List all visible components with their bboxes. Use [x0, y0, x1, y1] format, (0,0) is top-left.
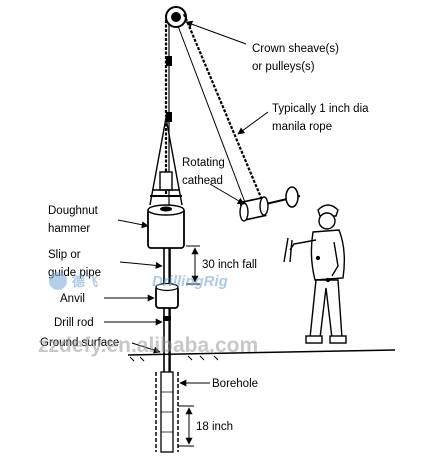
label-rope-1: Typically 1 inch dia — [272, 103, 369, 115]
operator-worker-figure-icon — [283, 204, 347, 344]
label-drill-rod: Drill rod — [54, 317, 94, 329]
label-ground-surface: Ground surface — [40, 337, 119, 349]
ground-surface — [127, 349, 396, 362]
doughnut-hammer — [147, 171, 185, 249]
label-depth: 18 inch — [196, 421, 233, 433]
watermark-brand: 德飞 DrillingRig — [49, 272, 228, 290]
label-fall: 30 inch fall — [202, 259, 257, 271]
label-borehole: Borehole — [212, 378, 258, 390]
anvil — [155, 282, 179, 309]
leader-lines — [104, 20, 269, 387]
guide-pipe — [163, 248, 171, 286]
label-hammer-1: Doughnut — [48, 205, 99, 217]
watermark-site: zzdefy.en.alibaba.com — [38, 334, 258, 357]
label-hammer-2: hammer — [48, 223, 90, 235]
manila-rope-line — [177, 13, 264, 206]
borehole — [155, 371, 179, 453]
label-crown-sheave-1: Crown sheave(s) — [252, 43, 339, 55]
crown-sheave-pulley-icon — [165, 6, 187, 28]
label-cathead-1: Rotating — [182, 157, 225, 169]
depth-dimension — [178, 405, 194, 447]
label-rope-2: manila rope — [272, 121, 332, 133]
cathead-drum-icon — [239, 186, 301, 222]
label-crown-sheave-2: or pulleys(s) — [252, 61, 315, 73]
watermark-brand-en: DrillingRig — [152, 273, 228, 290]
fall-dimension — [186, 245, 200, 285]
label-anvil: Anvil — [60, 293, 85, 305]
drill-rod — [163, 308, 171, 372]
label-cathead-2: cathead — [182, 175, 223, 187]
label-guide-1: Slip or — [48, 249, 81, 261]
watermark-brand-cn: 德飞 — [72, 274, 98, 289]
